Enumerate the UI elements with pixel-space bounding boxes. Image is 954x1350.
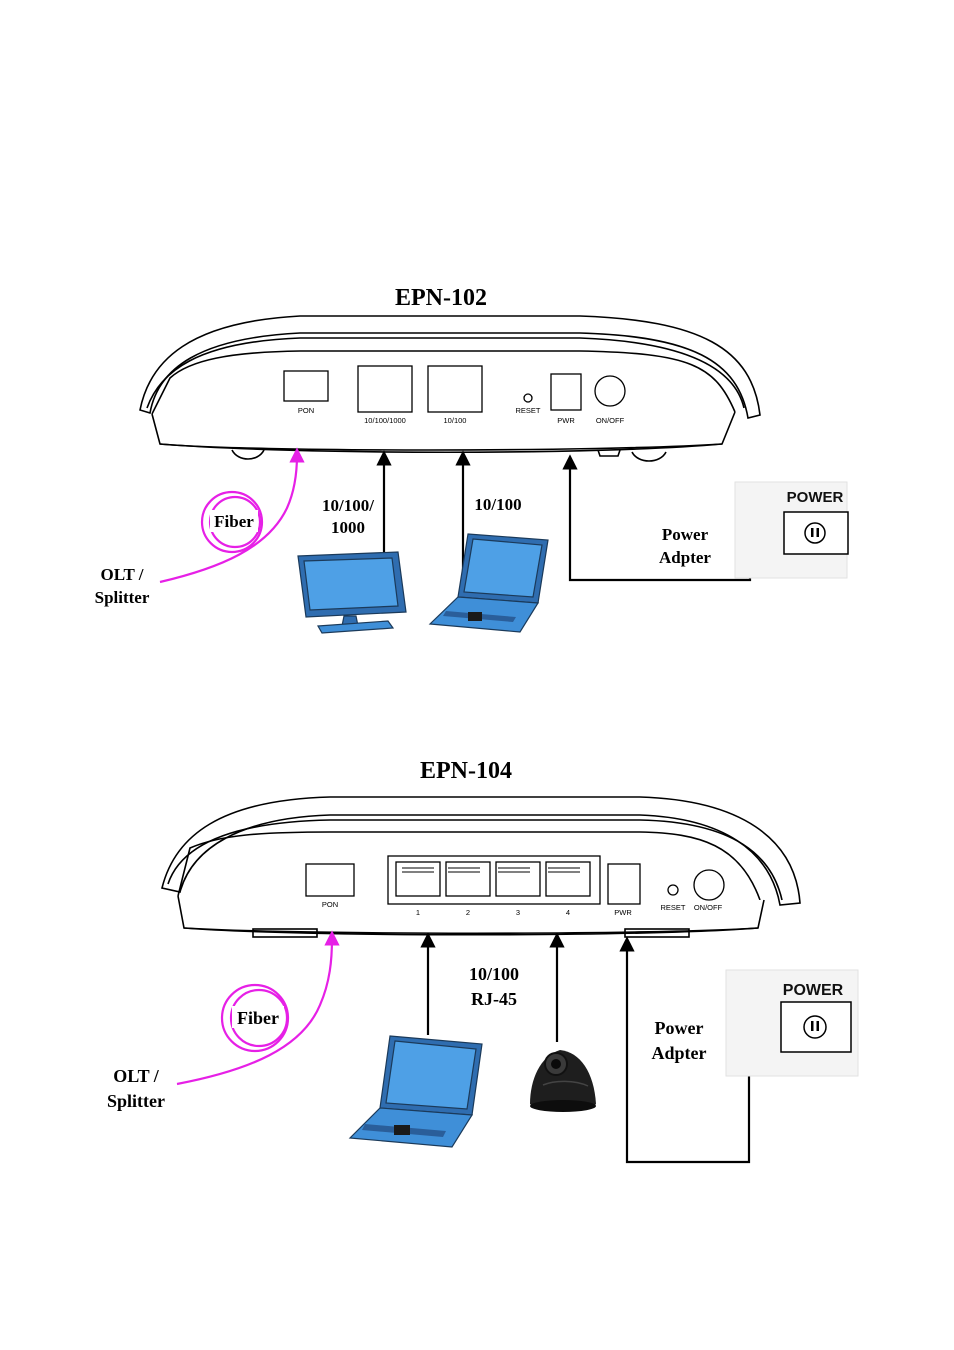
gigabit-label-line1: 10/100/ <box>322 496 374 515</box>
port-label-reset: RESET <box>660 903 685 912</box>
port-label-1: 1 <box>416 908 420 917</box>
port-label-pon: PON <box>322 900 338 909</box>
port-label-fast: 10/100 <box>444 416 467 425</box>
on-off-switch <box>594 375 626 407</box>
fiber-connection <box>176 930 340 1086</box>
port-label-reset: RESET <box>515 406 540 415</box>
wall-outlet-icon <box>734 481 849 579</box>
port-label-4: 4 <box>566 908 570 917</box>
ip-camera-icon <box>530 1050 596 1112</box>
olt-label-line2: Splitter <box>107 1091 165 1111</box>
diagram-epn-104: EPN-104 PON 1 <box>107 758 859 1164</box>
fast-ethernet-port <box>427 365 483 413</box>
device-body-epn-104 <box>161 796 801 938</box>
lan-port-block <box>387 855 601 905</box>
power-adapter-label-line1: Power <box>662 525 709 544</box>
diagram-epn-102: EPN-102 PON 10/100/1000 10/100 RES <box>95 285 849 634</box>
device-body-epn-102 <box>139 315 761 462</box>
fiber-label-bg <box>210 510 258 532</box>
olt-label-line1: OLT / <box>113 1066 160 1086</box>
gigabit-port <box>357 365 413 413</box>
fiber-label: Fiber <box>237 1008 279 1028</box>
lan-port-1 <box>395 861 441 897</box>
power-jack <box>607 863 641 905</box>
monitor-icon <box>297 551 407 634</box>
reset-button <box>523 393 533 403</box>
laptop-icon <box>428 533 549 633</box>
port-label-pwr: PWR <box>557 416 575 425</box>
port-label-onoff: ON/OFF <box>596 416 625 425</box>
lan-label-line2: RJ-45 <box>471 989 517 1009</box>
on-off-switch <box>693 869 725 901</box>
port-panel-epn-104 <box>305 855 725 905</box>
port-label-2: 2 <box>466 908 470 917</box>
wall-outlet-icon <box>725 969 859 1077</box>
lan-port-2 <box>445 861 491 897</box>
olt-label-line2: Splitter <box>95 588 150 607</box>
port-panel-epn-102 <box>283 365 626 413</box>
port-label-3: 3 <box>516 908 520 917</box>
port-label-pon: PON <box>298 406 314 415</box>
port-label-gigabit: 10/100/1000 <box>364 416 406 425</box>
fiber-label-bg <box>232 1006 284 1028</box>
power-cable-arrow <box>619 936 751 1164</box>
power-jack <box>550 373 582 411</box>
olt-label-line1: OLT / <box>100 565 143 584</box>
outlet-label: POWER <box>783 982 844 999</box>
fast-ethernet-label: 10/100 <box>474 495 521 514</box>
port-label-pwr: PWR <box>614 908 632 917</box>
power-adapter-label-line1: Power <box>655 1018 704 1038</box>
pon-port <box>283 370 329 402</box>
rj45-pins <box>402 867 580 873</box>
lan-port-4 <box>545 861 591 897</box>
gigabit-label-line2: 1000 <box>331 518 365 537</box>
port-label-onoff: ON/OFF <box>694 903 723 912</box>
laptop-icon <box>348 1035 483 1148</box>
outlet-label: POWER <box>787 489 844 506</box>
pon-port <box>305 863 355 897</box>
lan-label-line1: 10/100 <box>469 964 519 984</box>
diagram-title: EPN-104 <box>420 758 512 784</box>
power-adapter-label-line2: Adpter <box>659 548 711 567</box>
lan-port-3 <box>495 861 541 897</box>
diagram-title: EPN-102 <box>395 285 487 311</box>
fiber-label: Fiber <box>214 512 254 531</box>
reset-button <box>667 884 679 896</box>
power-adapter-label-line2: Adpter <box>652 1043 707 1063</box>
